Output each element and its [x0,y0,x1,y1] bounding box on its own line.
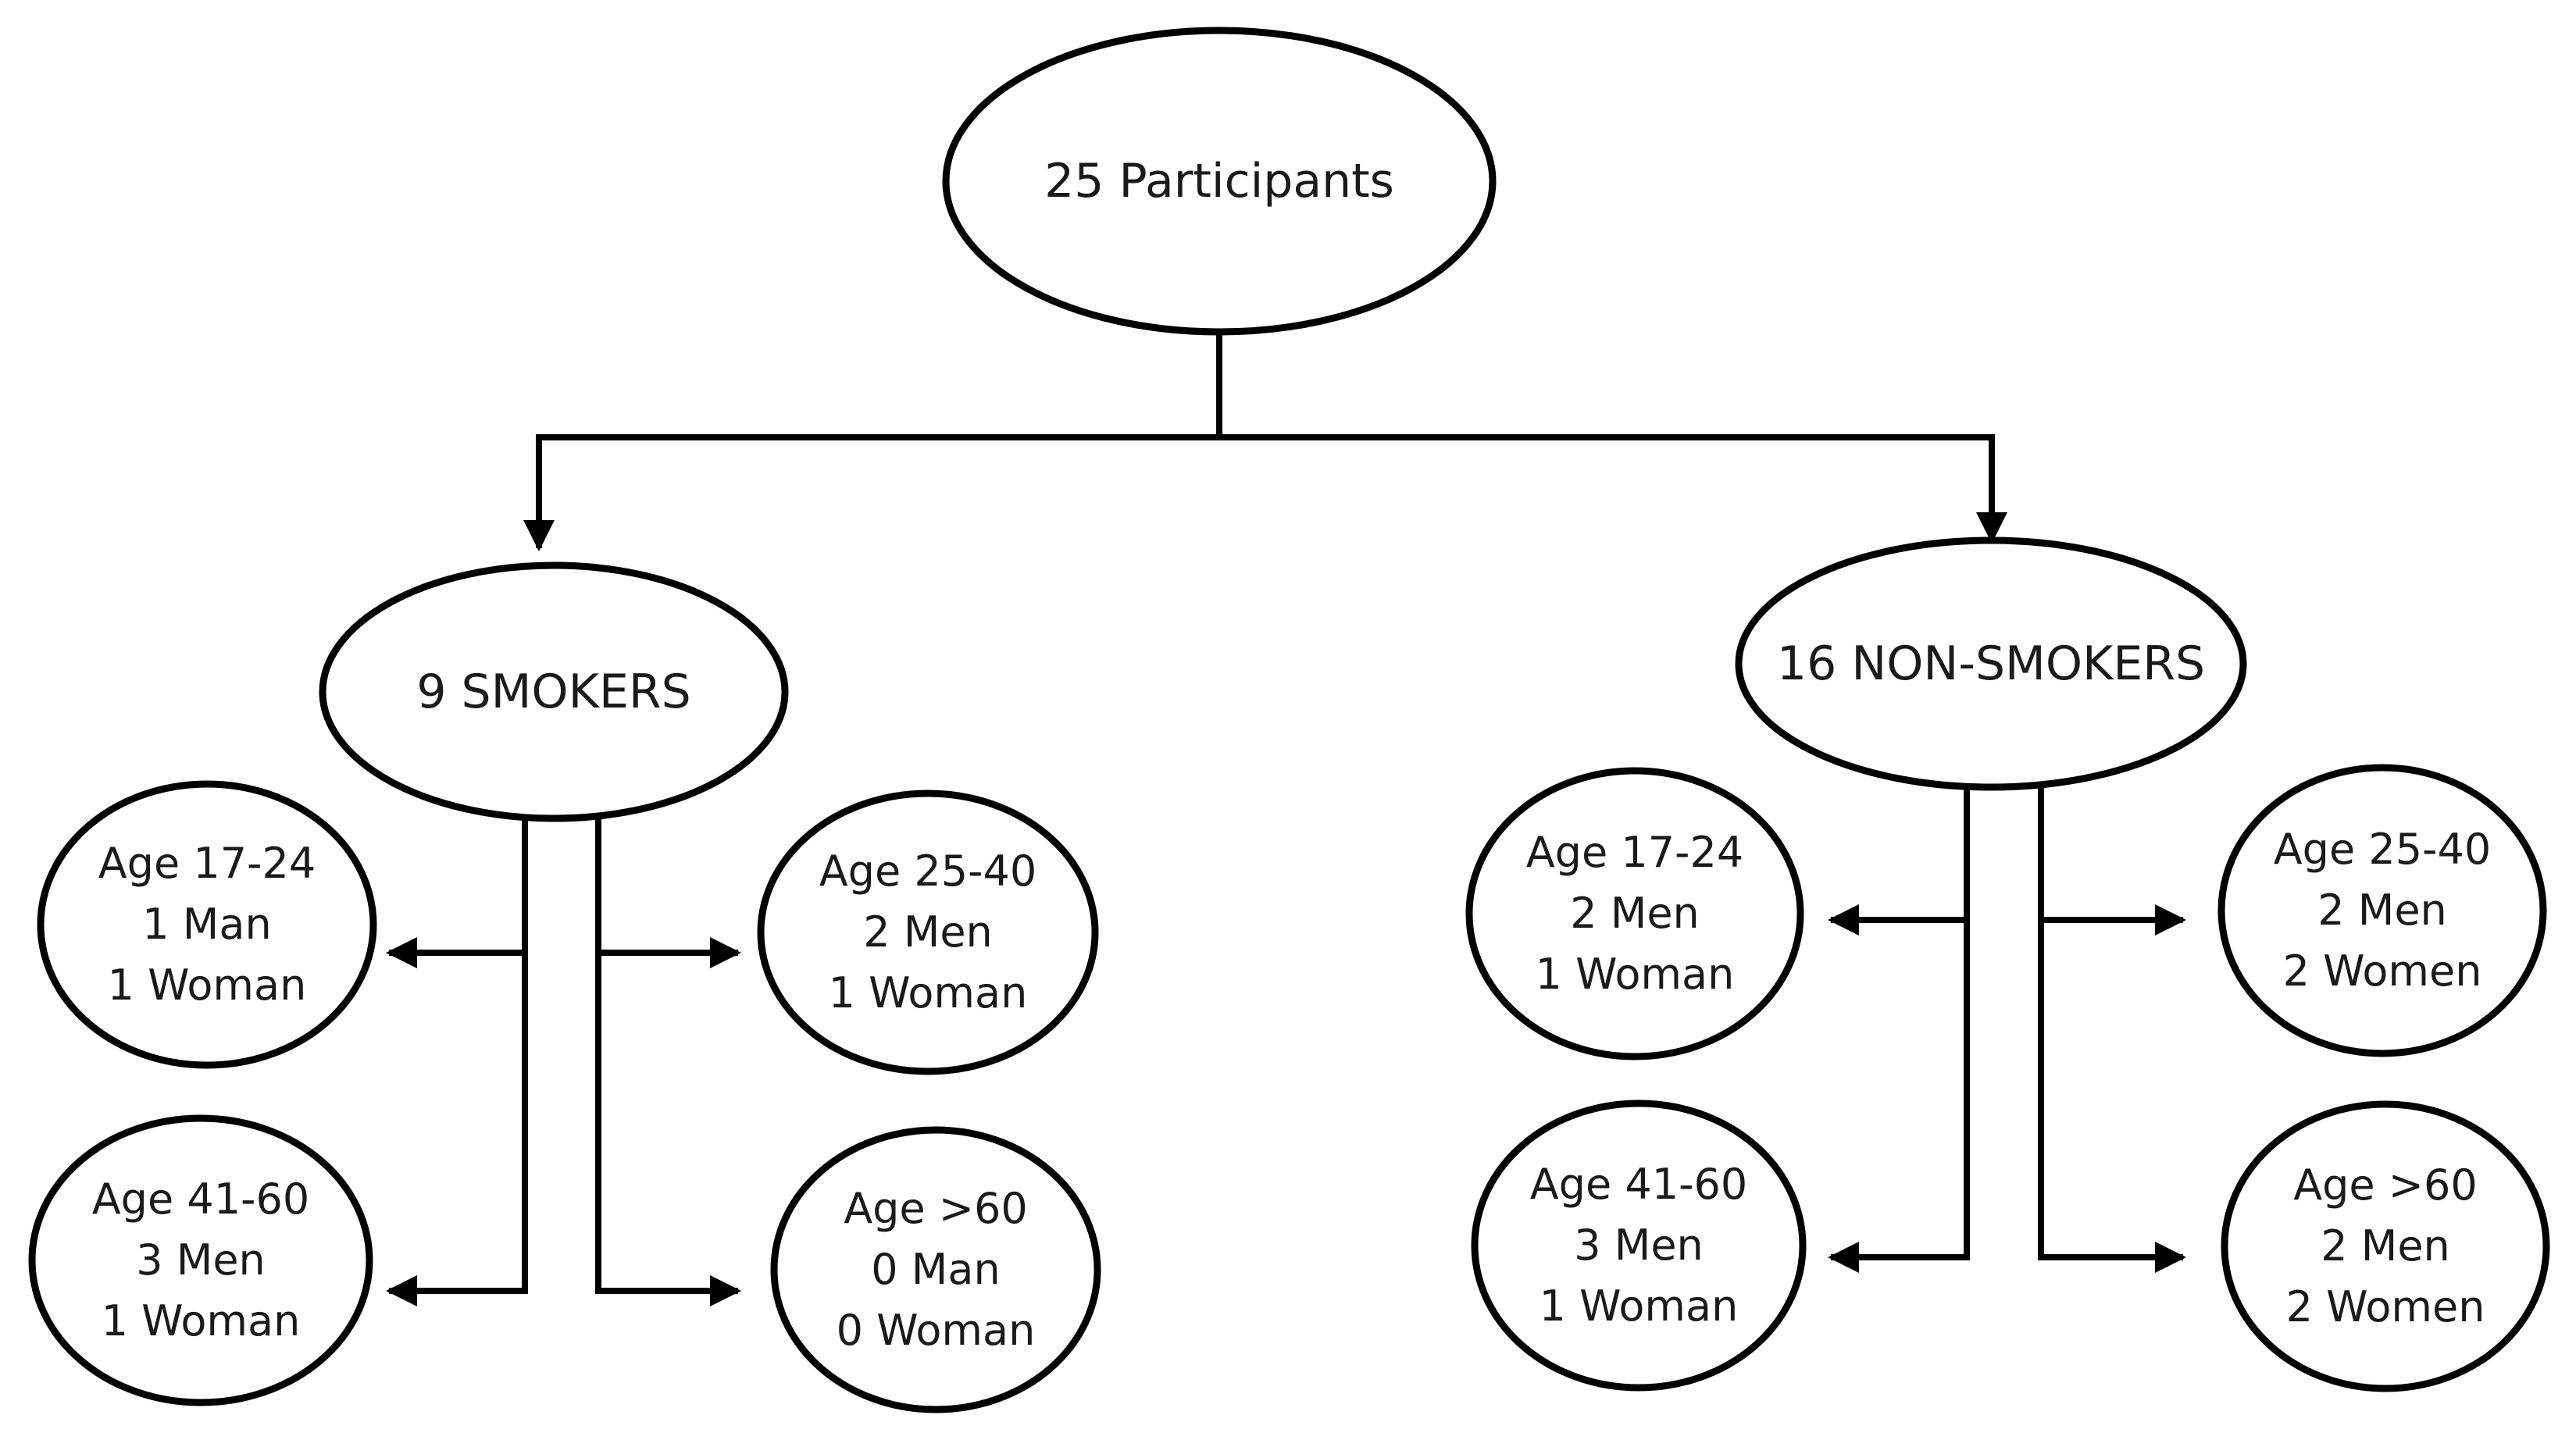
non-smokers-node: 16 NON-SMOKERS [1739,540,2243,787]
leaf-women: 1 Woman [101,1296,301,1346]
leaf-age: Age 25-40 [819,847,1037,896]
smokers-age-17-24-ellipse [37,780,377,1069]
smokers-age-60-plus-ellipse [770,1126,1101,1413]
non-smokers-age-60-plus-ellipse [2221,1100,2550,1392]
smokers-node: 9 SMOKERS [323,565,785,818]
smokers-ellipse [319,561,789,822]
smokers-age-17-24-node: Age 17-24 1 Man 1 Woman [41,784,373,1065]
non-smokers-branches [1828,787,2186,1273]
root-node: 25 Participants [946,30,1493,332]
non-smokers-age-17-24-node: Age 17-24 2 Men 1 Woman [1469,771,1800,1057]
smokers-label: 9 SMOKERS [416,665,691,719]
non-smokers-label: 16 NON-SMOKERS [1776,636,2206,691]
non-smokers-age-41-60-node: Age 41-60 3 Men 1 Woman [1475,1103,1803,1388]
smokers-age-41-60-ellipse [28,1114,373,1406]
smokers-age-41-60-node: Age 41-60 3 Men 1 Woman [32,1118,369,1403]
leaf-age: Age 25-40 [2273,825,2492,874]
non-smokers-age-25-40-node: Age 25-40 2 Men 2 Women [2221,768,2543,1053]
smokers-age-60-plus-node: Age >60 0 Man 0 Woman [774,1130,1097,1410]
leaf-women: 1 Woman [107,961,307,1010]
leaf-women: 0 Woman [836,1306,1036,1355]
non-smokers-age-25-40-ellipse [2217,764,2547,1057]
leaf-women: 2 Women [2282,946,2482,996]
leaf-men: 1 Man [142,900,272,949]
smokers-age-25-40-node: Age 25-40 2 Men 1 Woman [761,793,1095,1071]
leaf-women: 1 Woman [1535,950,1735,999]
non-smokers-ellipse [1735,536,2247,791]
smokers-age-25-40-ellipse [757,790,1099,1075]
leaf-age: Age 41-60 [91,1174,310,1224]
leaf-men: 2 Men [2317,886,2447,935]
leaf-women: 1 Woman [828,968,1028,1018]
leaf-men: 3 Men [136,1235,266,1285]
root-split-connector [523,332,2007,551]
non-smokers-age-17-24-ellipse [1465,767,1804,1060]
non-smokers-age-60-plus-node: Age >60 2 Men 2 Women [2225,1104,2546,1388]
leaf-age: Age >60 [844,1184,1028,1233]
root-label: 25 Participants [1044,154,1394,209]
leaf-age: Age 17-24 [1525,828,1744,877]
smokers-branches [386,818,741,1306]
leaf-age: Age 41-60 [1529,1160,1748,1209]
leaf-men: 2 Men [863,907,993,957]
leaf-age: Age >60 [2293,1160,2478,1210]
leaf-men: 0 Man [871,1245,1001,1294]
leaf-men: 2 Men [1570,889,1700,938]
leaf-age: Age 17-24 [98,839,316,888]
leaf-women: 1 Woman [1539,1281,1739,1331]
leaf-men: 3 Men [1574,1221,1704,1270]
leaf-women: 2 Women [2285,1282,2485,1331]
leaf-men: 2 Men [2321,1221,2450,1271]
non-smokers-age-41-60-ellipse [1471,1100,1807,1392]
